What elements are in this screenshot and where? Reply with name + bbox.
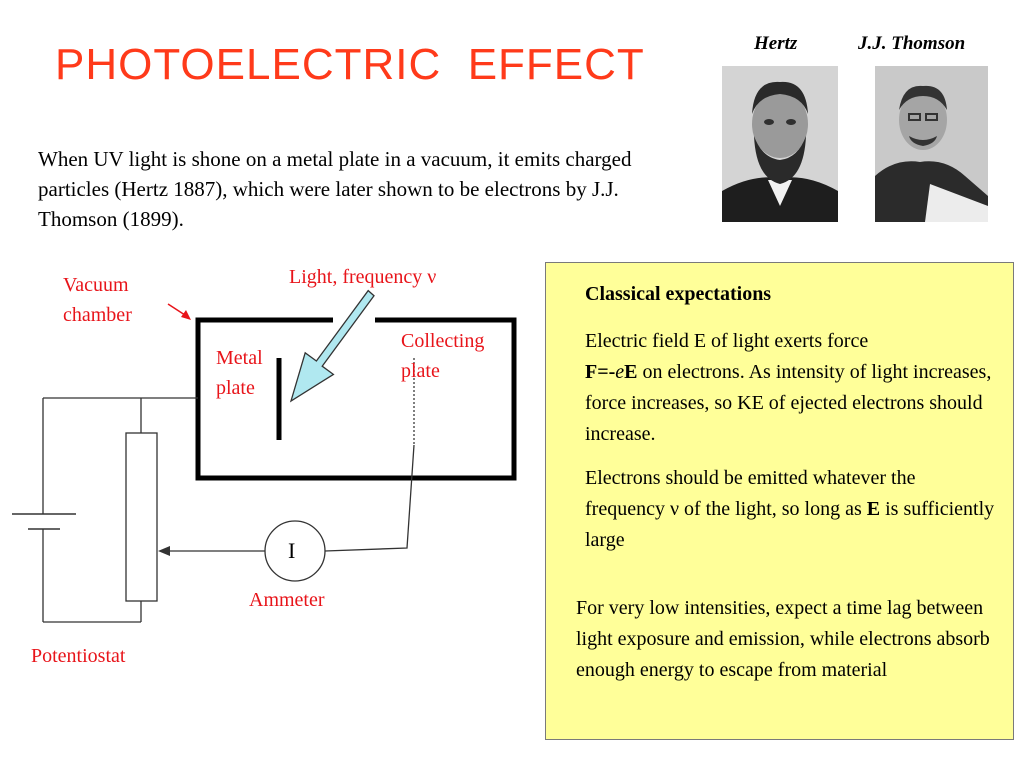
potentiostat-label: Potentiostat: [31, 645, 126, 667]
potentiostat-resistor: [125, 432, 158, 602]
hertz-portrait: [722, 66, 838, 222]
wiper-arrowhead: [158, 546, 170, 556]
collecting-plate-label: Collecting plate: [401, 330, 485, 382]
hertz-label: Hertz: [754, 33, 798, 54]
circuit-diagram: [12, 289, 517, 623]
classical-heading: Classical expectations: [585, 283, 772, 305]
thomson-portrait: [875, 66, 988, 222]
vacuum-pointer-arrow: [181, 310, 191, 320]
classical-paragraph-3: For very low intensities, expect a time …: [576, 597, 990, 681]
metal-plate-label: Metal plate: [216, 347, 263, 399]
ammeter-symbol: I: [288, 538, 296, 563]
ammeter-label: Ammeter: [249, 589, 325, 611]
intro-paragraph: When UV light is shone on a metal plate …: [38, 147, 632, 231]
vacuum-chamber-label: Vacuum chamber: [63, 274, 132, 326]
light-label: Light, frequency ν: [289, 266, 437, 288]
classical-expectations-box: Classical expectations Electric field E …: [545, 262, 1014, 740]
vacuum-chamber: [195, 317, 517, 481]
classical-paragraph-2: Electrons should be emitted whatever the…: [585, 467, 995, 551]
thomson-label: J.J. Thomson: [858, 33, 966, 54]
slide-title: PHOTOELECTRIC EFFECT: [55, 40, 645, 89]
light-arrow: [289, 289, 375, 403]
